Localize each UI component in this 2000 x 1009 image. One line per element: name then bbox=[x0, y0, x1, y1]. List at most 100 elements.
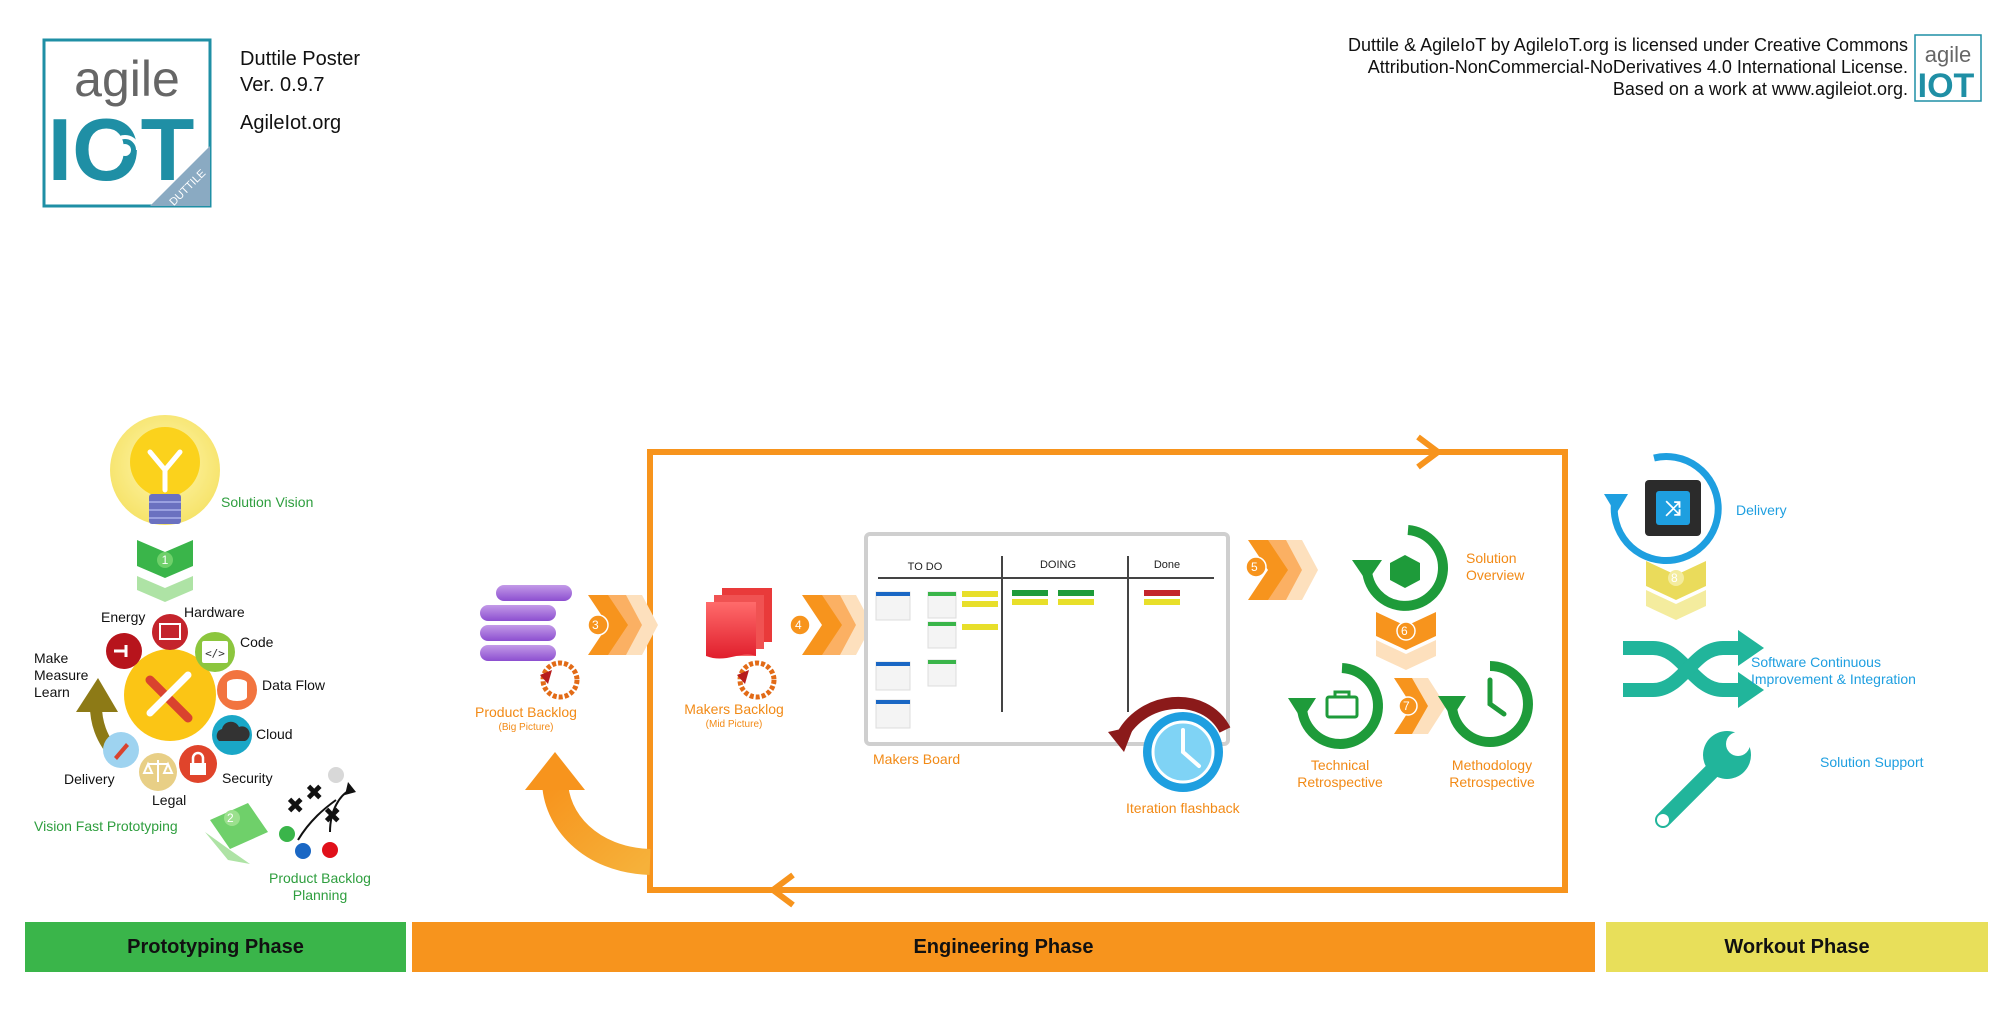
delivery-chip-icon: ⤨ bbox=[1604, 453, 1722, 565]
play-strategy-icon: ✖ ✖ ✖ bbox=[279, 767, 356, 859]
tools-hub-icon bbox=[124, 649, 216, 741]
poster-version: Ver. 0.9.7 bbox=[240, 74, 325, 96]
delivery-rocket-icon bbox=[103, 732, 139, 768]
step-4-number: 4 bbox=[795, 618, 802, 632]
makers-backlog-cycle-icon bbox=[737, 660, 777, 700]
board-column-done: Done bbox=[1154, 559, 1180, 571]
label-product-backlog-planning-1: Product Backlog bbox=[269, 870, 371, 886]
engineering-loop-frame bbox=[647, 434, 1568, 908]
label-methodology-retrospective-1: Methodology bbox=[1451, 757, 1533, 773]
solution-overview-cycle-icon bbox=[1352, 525, 1448, 611]
site-link[interactable]: AgileIot.org bbox=[240, 112, 342, 134]
label-code: Code bbox=[240, 634, 274, 650]
energy-plug-icon bbox=[106, 633, 142, 669]
step-6-chevron-icon bbox=[1376, 612, 1436, 670]
code-icon: </> bbox=[195, 632, 235, 672]
label-learn: Learn bbox=[34, 684, 70, 700]
label-solution-overview-2: Overview bbox=[1466, 567, 1525, 583]
label-hardware: Hardware bbox=[184, 604, 245, 620]
label-measure: Measure bbox=[34, 667, 89, 683]
svg-text:</>: </> bbox=[205, 647, 225, 660]
board-column-doing: DOING bbox=[1040, 559, 1076, 571]
step-2-number: 2 bbox=[227, 811, 234, 825]
makers-board: TO DO DOING Done bbox=[864, 532, 1230, 746]
board-card bbox=[875, 661, 911, 691]
workout-phase-bar: Workout Phase bbox=[1606, 922, 1988, 972]
continuous-integration-shuffle-icon bbox=[1623, 630, 1764, 708]
cloud-icon bbox=[212, 715, 252, 755]
label-legal: Legal bbox=[152, 792, 187, 808]
step-5-number: 5 bbox=[1251, 560, 1258, 574]
label-solution-support: Solution Support bbox=[1820, 754, 1924, 770]
board-column-todo: TO DO bbox=[908, 561, 943, 573]
product-backlog-cycle-icon bbox=[540, 660, 580, 700]
label-security: Security bbox=[222, 770, 273, 786]
step-3-number: 3 bbox=[592, 618, 599, 632]
svg-text:✖: ✖ bbox=[286, 794, 304, 819]
step-5-chevron-icon bbox=[1245, 540, 1318, 600]
license-line-1: Duttile & AgileIoT by AgileIoT.org is li… bbox=[1348, 35, 1908, 55]
license-logo-word: agile bbox=[1925, 42, 1971, 67]
svg-text:⤨: ⤨ bbox=[1665, 496, 1681, 520]
step-1-chevron-icon bbox=[137, 540, 193, 602]
label-cloud: Cloud bbox=[256, 726, 293, 742]
label-software-continuous-2: Improvement & Integration bbox=[1751, 671, 1916, 687]
label-data-flow: Data Flow bbox=[262, 677, 326, 693]
board-card bbox=[875, 699, 911, 729]
label-energy: Energy bbox=[101, 609, 146, 625]
license-logo-iot: IOT bbox=[1918, 67, 1975, 105]
product-backlog-stack-icon bbox=[480, 585, 572, 661]
label-methodology-retrospective-2: Retrospective bbox=[1449, 774, 1535, 790]
board-card bbox=[927, 659, 957, 687]
return-curved-arrow-icon bbox=[525, 752, 651, 875]
step-8-number: 8 bbox=[1671, 571, 1678, 585]
label-mid-picture: (Mid Picture) bbox=[705, 719, 763, 730]
security-lock-icon bbox=[179, 745, 217, 783]
board-card bbox=[927, 591, 957, 619]
step-8-chevron-icon bbox=[1646, 561, 1706, 620]
step-1-number: 1 bbox=[161, 553, 169, 567]
label-software-continuous-1: Software Continuous bbox=[1751, 654, 1881, 670]
poster-title: Duttile Poster bbox=[240, 48, 361, 70]
label-product-backlog: Product Backlog bbox=[475, 704, 577, 720]
step-3-chevron-icon bbox=[587, 595, 658, 655]
svg-text:✖: ✖ bbox=[305, 781, 323, 806]
step-4-chevron-icon bbox=[789, 595, 872, 655]
hardware-chip-icon bbox=[152, 614, 188, 650]
makers-backlog-stack-icon bbox=[706, 588, 772, 659]
label-solution-overview-1: Solution bbox=[1466, 550, 1517, 566]
agileiot-logo: agile IOT DUTTILE bbox=[42, 38, 212, 208]
logo-word: agile bbox=[74, 51, 180, 107]
license-line-2[interactable]: Attribution-NonCommercial-NoDerivatives … bbox=[1367, 57, 1908, 77]
license-line-3[interactable]: Based on a work at www.agileiot.org. bbox=[1612, 79, 1908, 99]
data-flow-icon bbox=[217, 670, 257, 710]
step-2-chevron-icon bbox=[205, 803, 268, 864]
label-technical-retrospective-1: Technical bbox=[1310, 757, 1370, 773]
label-delivery-proto: Delivery bbox=[64, 771, 115, 787]
legal-scales-icon bbox=[139, 753, 177, 791]
label-vision-fast-prototyping: Vision Fast Prototyping bbox=[34, 818, 178, 834]
label-make: Make bbox=[34, 650, 69, 666]
prototyping-phase-bar: Prototyping Phase bbox=[25, 922, 406, 972]
step-7-number: 7 bbox=[1403, 699, 1410, 713]
step-6-number: 6 bbox=[1401, 624, 1408, 638]
step-7-chevron-icon bbox=[1394, 678, 1446, 734]
label-big-picture: (Big Picture) bbox=[498, 722, 554, 733]
label-delivery-workout: Delivery bbox=[1736, 502, 1787, 518]
methodology-retrospective-clock-icon bbox=[1438, 661, 1533, 747]
lightbulb-icon bbox=[110, 415, 220, 525]
label-solution-vision: Solution Vision bbox=[221, 494, 314, 510]
label-iteration-flashback: Iteration flashback bbox=[1126, 800, 1240, 816]
board-card bbox=[875, 591, 911, 621]
logo-wifi-icon bbox=[110, 135, 140, 156]
iteration-flashback-clock-icon bbox=[1108, 696, 1231, 792]
license-agileiot-logo: agile IOT bbox=[1914, 34, 1982, 105]
solution-support-wrench-icon bbox=[1655, 731, 1751, 828]
label-product-backlog-planning-2: Planning bbox=[292, 887, 348, 903]
engineering-phase-bar: Engineering Phase bbox=[412, 922, 1595, 972]
label-technical-retrospective-2: Retrospective bbox=[1297, 774, 1383, 790]
label-makers-board: Makers Board bbox=[873, 751, 961, 767]
technical-retrospective-icon bbox=[1288, 663, 1383, 749]
board-card bbox=[927, 621, 957, 649]
